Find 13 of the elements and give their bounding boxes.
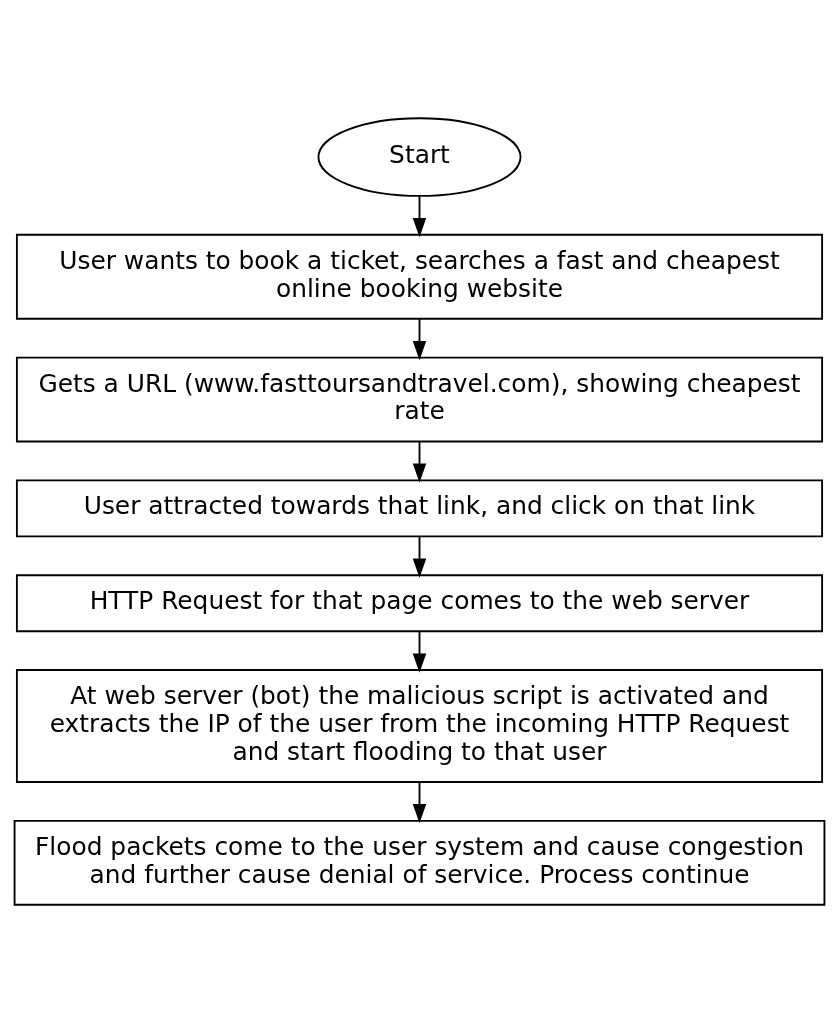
arrow bbox=[412, 781, 427, 823]
node-box: HTTP Request for that page comes to the web server bbox=[15, 573, 824, 632]
node-box: At web server (bot) the malicious script is activated and extracts the IP of the user from the incoming HTTP Request and start flooding to that user bbox=[15, 668, 824, 783]
arrow bbox=[412, 535, 427, 578]
node-box: User wants to book a ticket, searches a fast and cheapest online booking website bbox=[15, 233, 824, 320]
node-ellipse: Start bbox=[317, 116, 522, 197]
arrow bbox=[412, 440, 427, 483]
node-box: User attracted towards that link, and click on that link bbox=[15, 478, 824, 537]
node-box: Flood packets come to the user system and cause congestion and further cause denial of service. Process continue bbox=[13, 819, 826, 906]
arrow bbox=[412, 194, 427, 237]
node-box: Gets a URL (www.fasttoursandtravel.com), showing cheapest rate bbox=[15, 356, 824, 442]
arrow bbox=[412, 629, 427, 673]
arrow bbox=[412, 317, 427, 360]
